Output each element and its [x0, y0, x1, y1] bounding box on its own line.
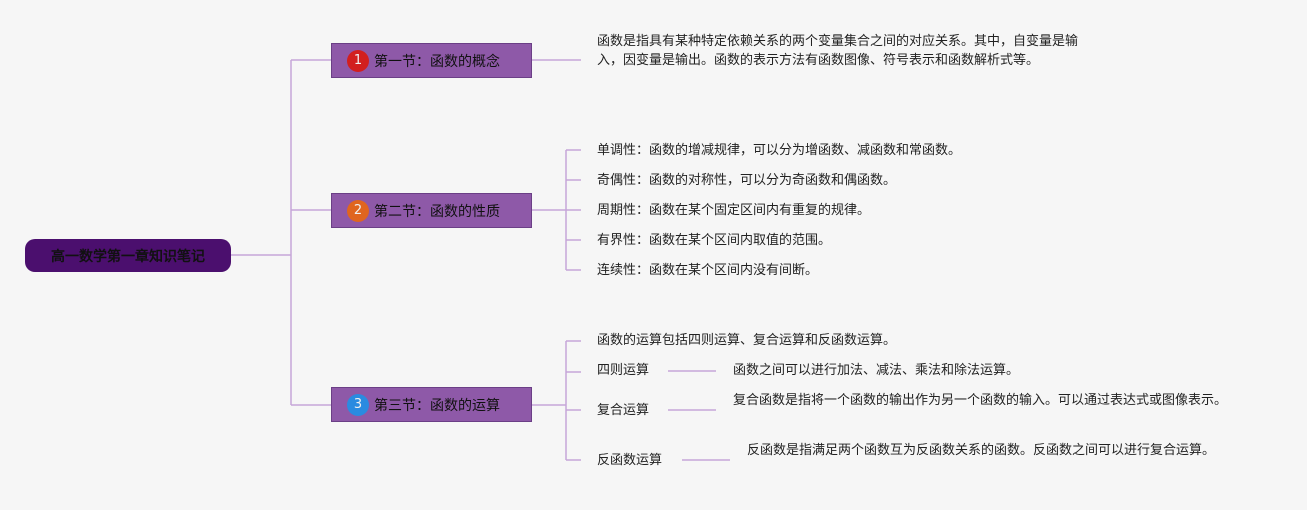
subtopic-detail: 复合函数是指将一个函数的输出作为另一个函数的输入。可以通过表达式或图像表示。 [733, 393, 1228, 408]
number-badge-icon: 3 [347, 393, 369, 416]
property-item: 单调性：函数的增减规律，可以分为增函数、减函数和常函数。 [597, 143, 962, 158]
property-item: 奇偶性：函数的对称性，可以分为奇函数和偶函数。 [597, 173, 897, 188]
section-node-1[interactable]: 1 第一节：函数的概念 [331, 43, 532, 78]
subtopic-detail: 反函数是指满足两个函数互为反函数关系的函数。反函数之间可以进行复合运算。 [747, 443, 1216, 458]
section-title: 第二节：函数的性质 [374, 203, 500, 220]
property-item: 周期性：函数在某个固定区间内有重复的规律。 [597, 203, 871, 218]
root-node[interactable]: 高一数学第一章知识笔记 [25, 239, 231, 272]
number-badge-icon: 1 [347, 49, 369, 72]
section-title: 第三节：函数的运算 [374, 397, 500, 414]
property-item: 连续性：函数在某个区间内没有间断。 [597, 263, 819, 278]
root-label: 高一数学第一章知识笔记 [51, 248, 205, 265]
subtopic-label: 四则运算 [597, 363, 650, 378]
number-badge-icon: 2 [347, 199, 369, 222]
section-node-2[interactable]: 2 第二节：函数的性质 [331, 193, 532, 228]
subtopic-label: 复合运算 [597, 403, 650, 418]
section-1-description: 函数是指具有某种特定依赖关系的两个变量集合之间的对应关系。其中，自变量是输入，因… [597, 34, 1079, 68]
section-node-3[interactable]: 3 第三节：函数的运算 [331, 387, 532, 422]
property-item: 有界性：函数在某个区间内取值的范围。 [597, 233, 832, 248]
operations-intro: 函数的运算包括四则运算、复合运算和反函数运算。 [597, 333, 897, 348]
subtopic-detail: 函数之间可以进行加法、减法、乘法和除法运算。 [733, 363, 1020, 378]
subtopic-label: 反函数运算 [597, 453, 663, 468]
section-title: 第一节：函数的概念 [374, 53, 500, 70]
